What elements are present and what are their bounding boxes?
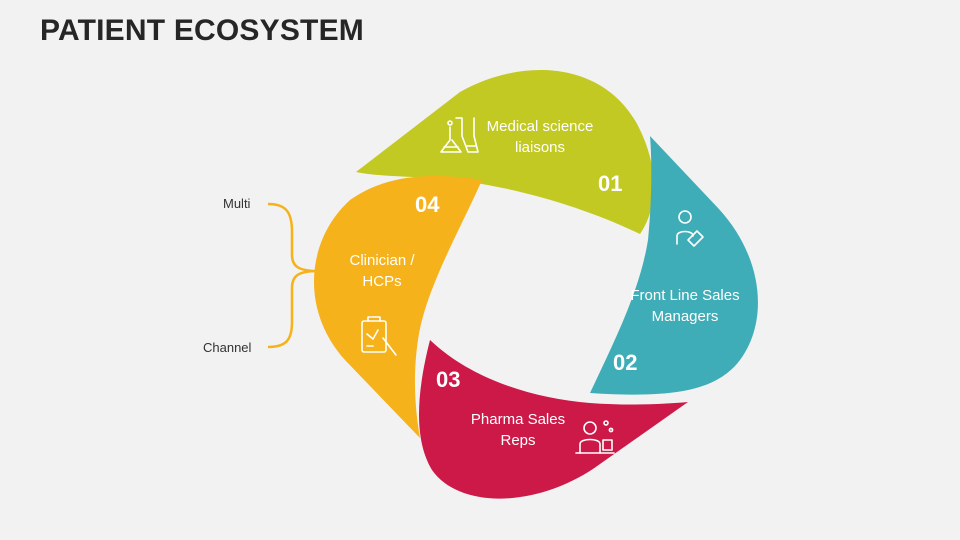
page-title: PATIENT ECOSYSTEM — [40, 14, 364, 47]
manager-tag-icon — [676, 210, 704, 247]
segment-01-label: Medical science liaisons — [486, 118, 594, 156]
segment-01-shape[interactable] — [356, 69, 654, 234]
segment-04-number: 04 — [415, 192, 440, 217]
segment-04-shape[interactable] — [313, 176, 482, 438]
segment-02-number: 02 — [613, 350, 638, 375]
bracket-top-label: Multi — [223, 196, 251, 211]
segment-03-shape[interactable] — [419, 340, 688, 499]
sales-rep-icon — [575, 420, 615, 454]
lab-flasks-icon — [440, 117, 479, 153]
segment-02-label: Front Line Sales Managers — [630, 287, 740, 325]
segment-04-label: Clinician / HCPs — [349, 252, 415, 290]
segment-03-number: 03 — [436, 367, 461, 392]
segment-03-label: Pharma Sales Reps — [470, 411, 566, 449]
bracket-line — [267, 202, 319, 349]
segment-01-number: 01 — [598, 171, 623, 196]
clipboard-pen-icon — [361, 316, 397, 356]
bracket-bottom-label: Channel — [203, 340, 252, 355]
segment-02-shape[interactable] — [590, 136, 758, 395]
